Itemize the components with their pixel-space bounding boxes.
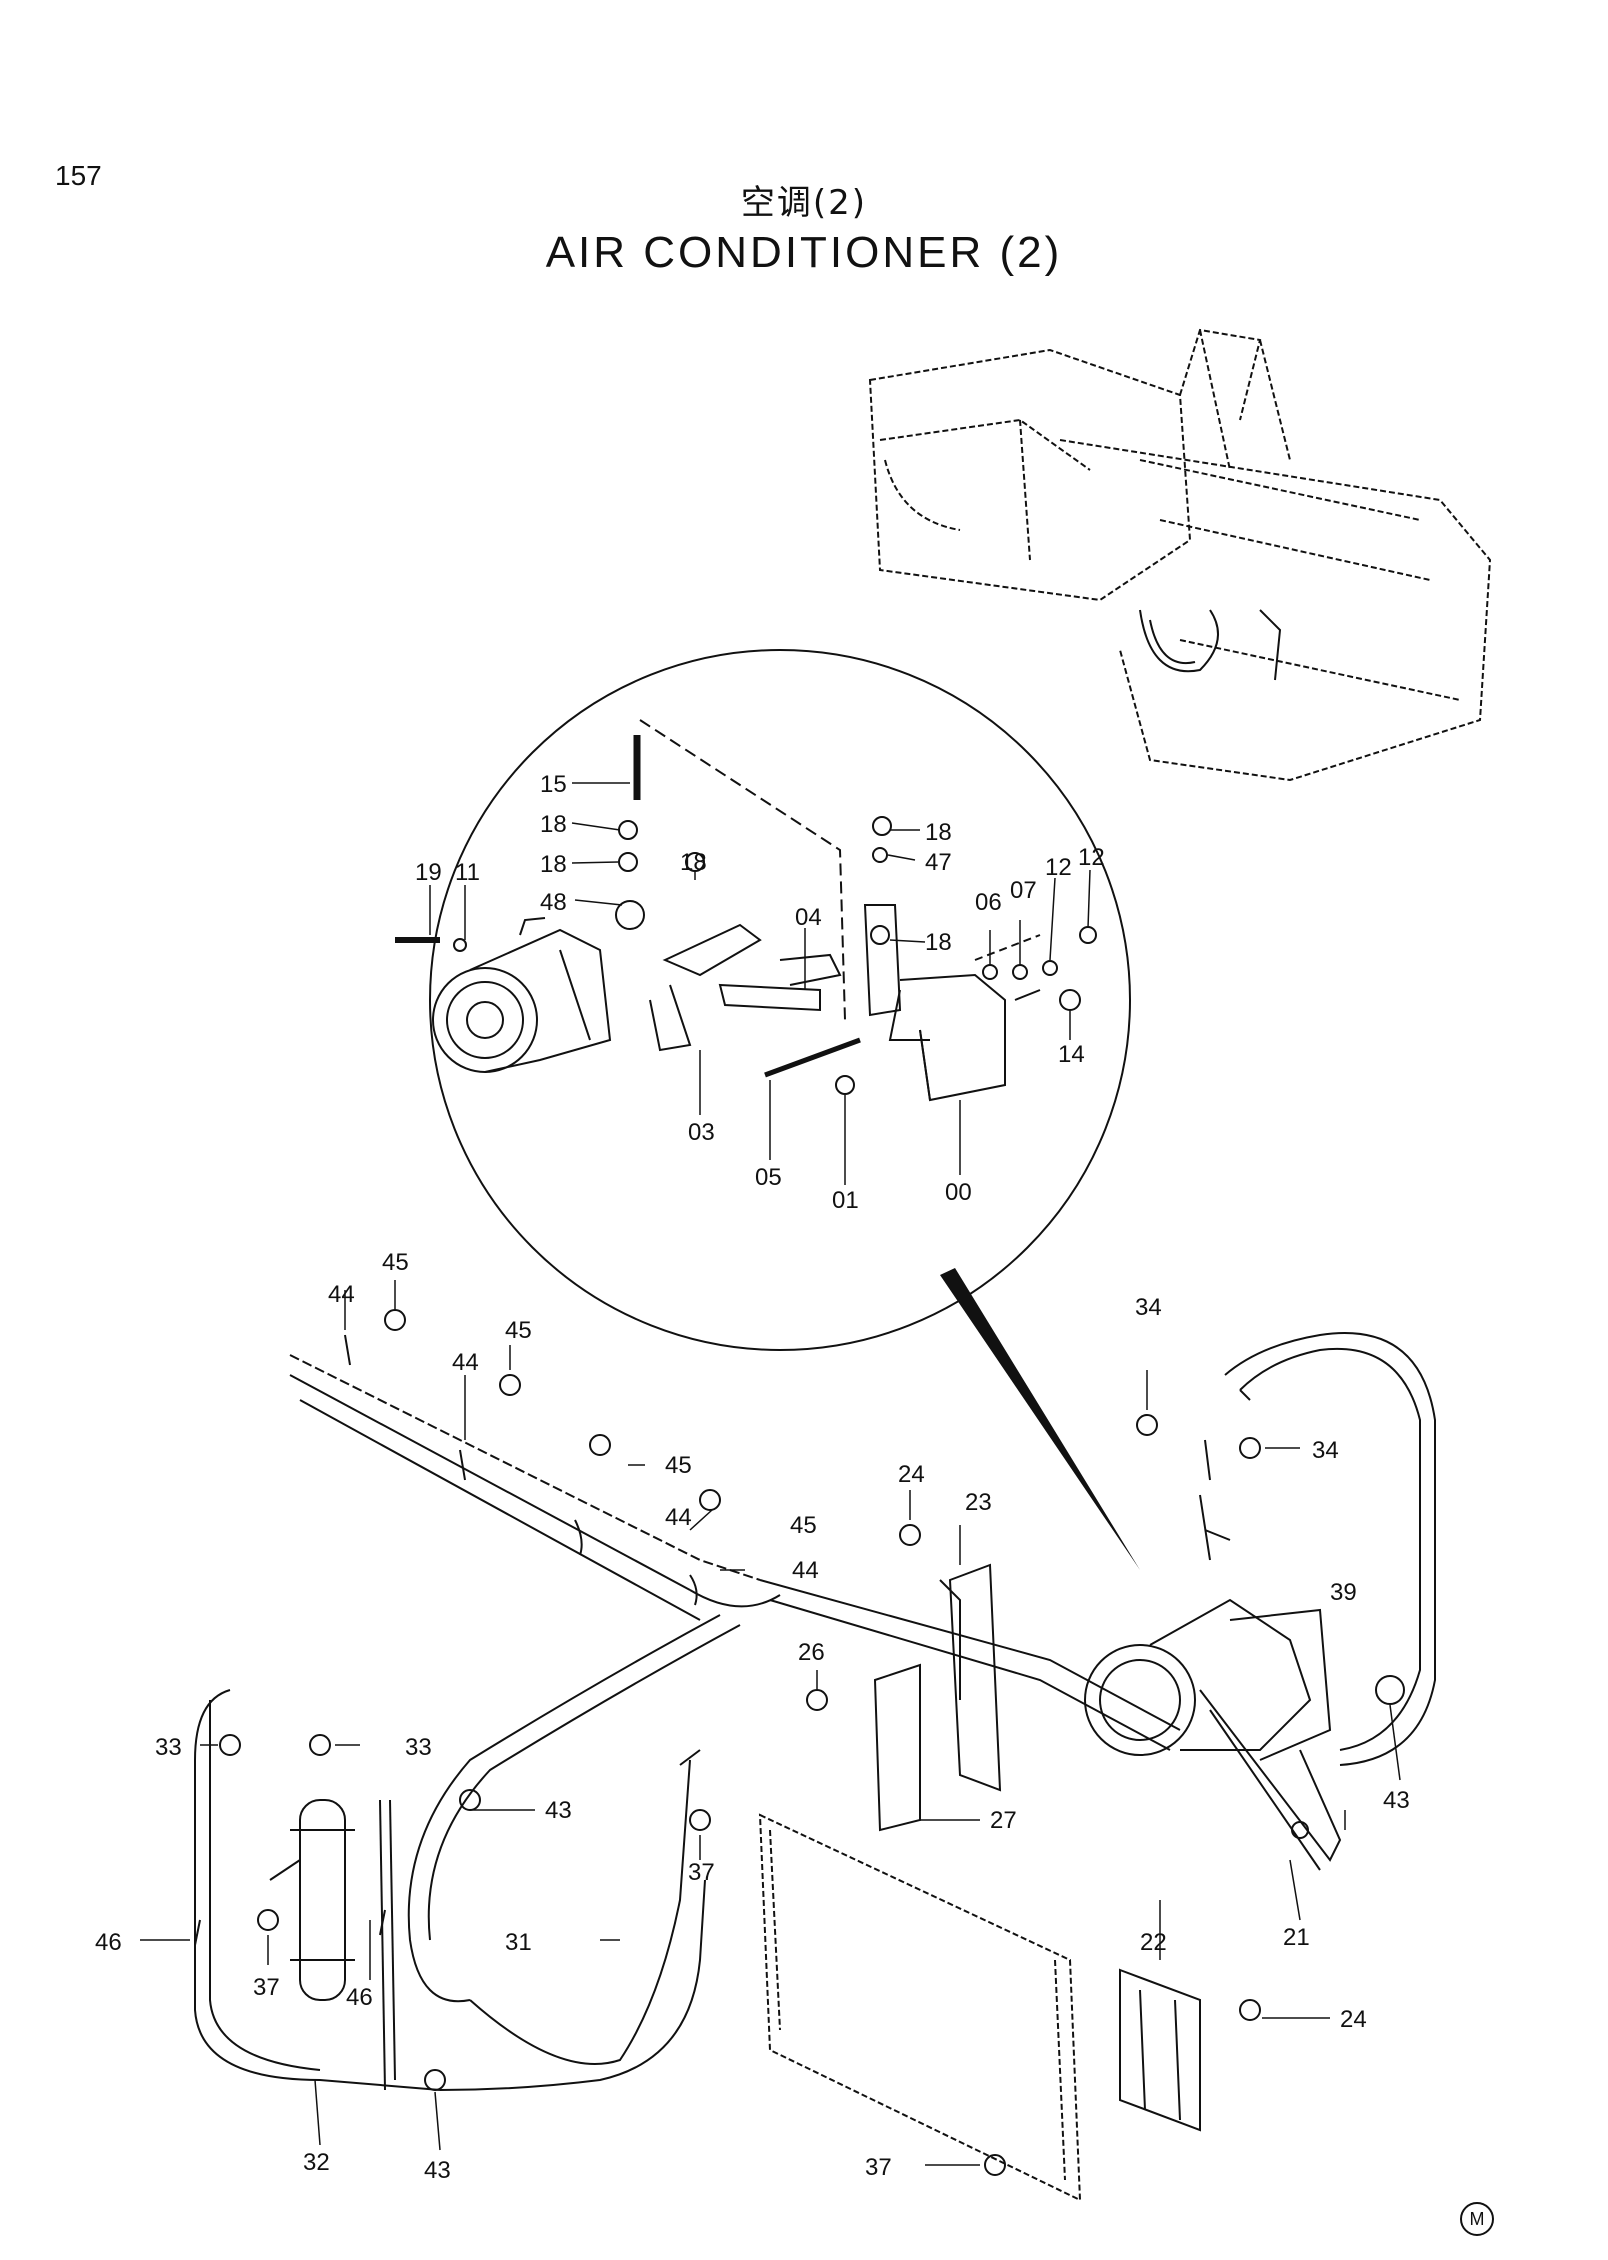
callout-03: 03 [688, 1119, 715, 1146]
hose-lines [194, 1332, 1436, 2091]
callout-44: 44 [792, 1557, 819, 1584]
callout-06: 06 [975, 889, 1002, 916]
callout-44: 44 [328, 1281, 355, 1308]
callout-46: 46 [346, 1984, 373, 2011]
leader-lines-lower [140, 1280, 1401, 2166]
page-number: 157 [55, 160, 102, 191]
callout-46: 46 [95, 1929, 122, 1956]
condenser [758, 1813, 1082, 2202]
callout-18: 18 [540, 851, 567, 878]
callout-12: 12 [1078, 844, 1105, 871]
callout-37: 37 [865, 2154, 892, 2181]
callout-23: 23 [965, 1489, 992, 1516]
callout-34: 34 [1135, 1294, 1162, 1321]
callout-48: 48 [540, 889, 567, 916]
corner-mark: M [1460, 2202, 1494, 2236]
callout-37: 37 [688, 1859, 715, 1886]
callout-18: 18 [925, 929, 952, 956]
callout-24: 24 [898, 1461, 925, 1488]
callout-14: 14 [1058, 1041, 1085, 1068]
callout-43: 43 [424, 2157, 451, 2184]
callout-01: 01 [832, 1187, 859, 1214]
bracket-detail [639, 719, 1041, 1102]
callout-05: 05 [755, 1164, 782, 1191]
callout-47: 47 [925, 849, 952, 876]
callout-24: 24 [1340, 2006, 1367, 2033]
callout-22: 22 [1140, 1929, 1167, 1956]
detail-circle [429, 649, 1131, 1351]
callout-45: 45 [665, 1452, 692, 1479]
callout-26: 26 [798, 1639, 825, 1666]
callout-19: 19 [415, 859, 442, 886]
callout-33: 33 [405, 1734, 432, 1761]
lower-bolts [219, 1309, 1309, 2176]
title-english: AIR CONDITIONER (2) [545, 228, 1063, 277]
callout-44: 44 [665, 1504, 692, 1531]
callouts: 15 18 18 18 18 18 19 11 48 04 47 06 07 1… [95, 771, 1410, 2184]
callout-44: 44 [452, 1349, 479, 1376]
detail-pointer [940, 1268, 1140, 1570]
receiver-drier [269, 1799, 355, 2001]
callout-04: 04 [795, 904, 822, 931]
callout-18: 18 [925, 819, 952, 846]
hose-clamps [194, 1334, 1405, 2091]
callout-00: 00 [945, 1179, 972, 1206]
compressor-detail [432, 917, 612, 1073]
callout-18: 18 [680, 849, 707, 876]
excavator-outline [868, 328, 1492, 782]
callout-32: 32 [303, 2149, 330, 2176]
callout-27: 27 [990, 1807, 1017, 1834]
callout-45: 45 [382, 1249, 409, 1276]
callout-33: 33 [155, 1734, 182, 1761]
brackets-lower [873, 1563, 1201, 2132]
leader-lines [429, 782, 1091, 1185]
callout-11: 11 [455, 859, 480, 886]
compressor-location-marker [1139, 609, 1282, 681]
callout-39: 39 [1330, 1579, 1357, 1606]
callout-07: 07 [1010, 877, 1037, 904]
callout-43: 43 [545, 1797, 572, 1824]
callout-45: 45 [790, 1512, 817, 1539]
callout-31: 31 [505, 1929, 532, 1956]
callout-45: 45 [505, 1317, 532, 1344]
callout-12: 12 [1045, 854, 1072, 881]
callout-15: 15 [540, 771, 567, 798]
callout-21: 21 [1283, 1924, 1310, 1951]
compressor-lower [1084, 1439, 1342, 1871]
title-chinese: 空调(2) [740, 183, 868, 223]
callout-43: 43 [1383, 1787, 1410, 1814]
callout-18: 18 [540, 811, 567, 838]
callout-34: 34 [1312, 1437, 1339, 1464]
callout-37: 37 [253, 1974, 280, 2001]
